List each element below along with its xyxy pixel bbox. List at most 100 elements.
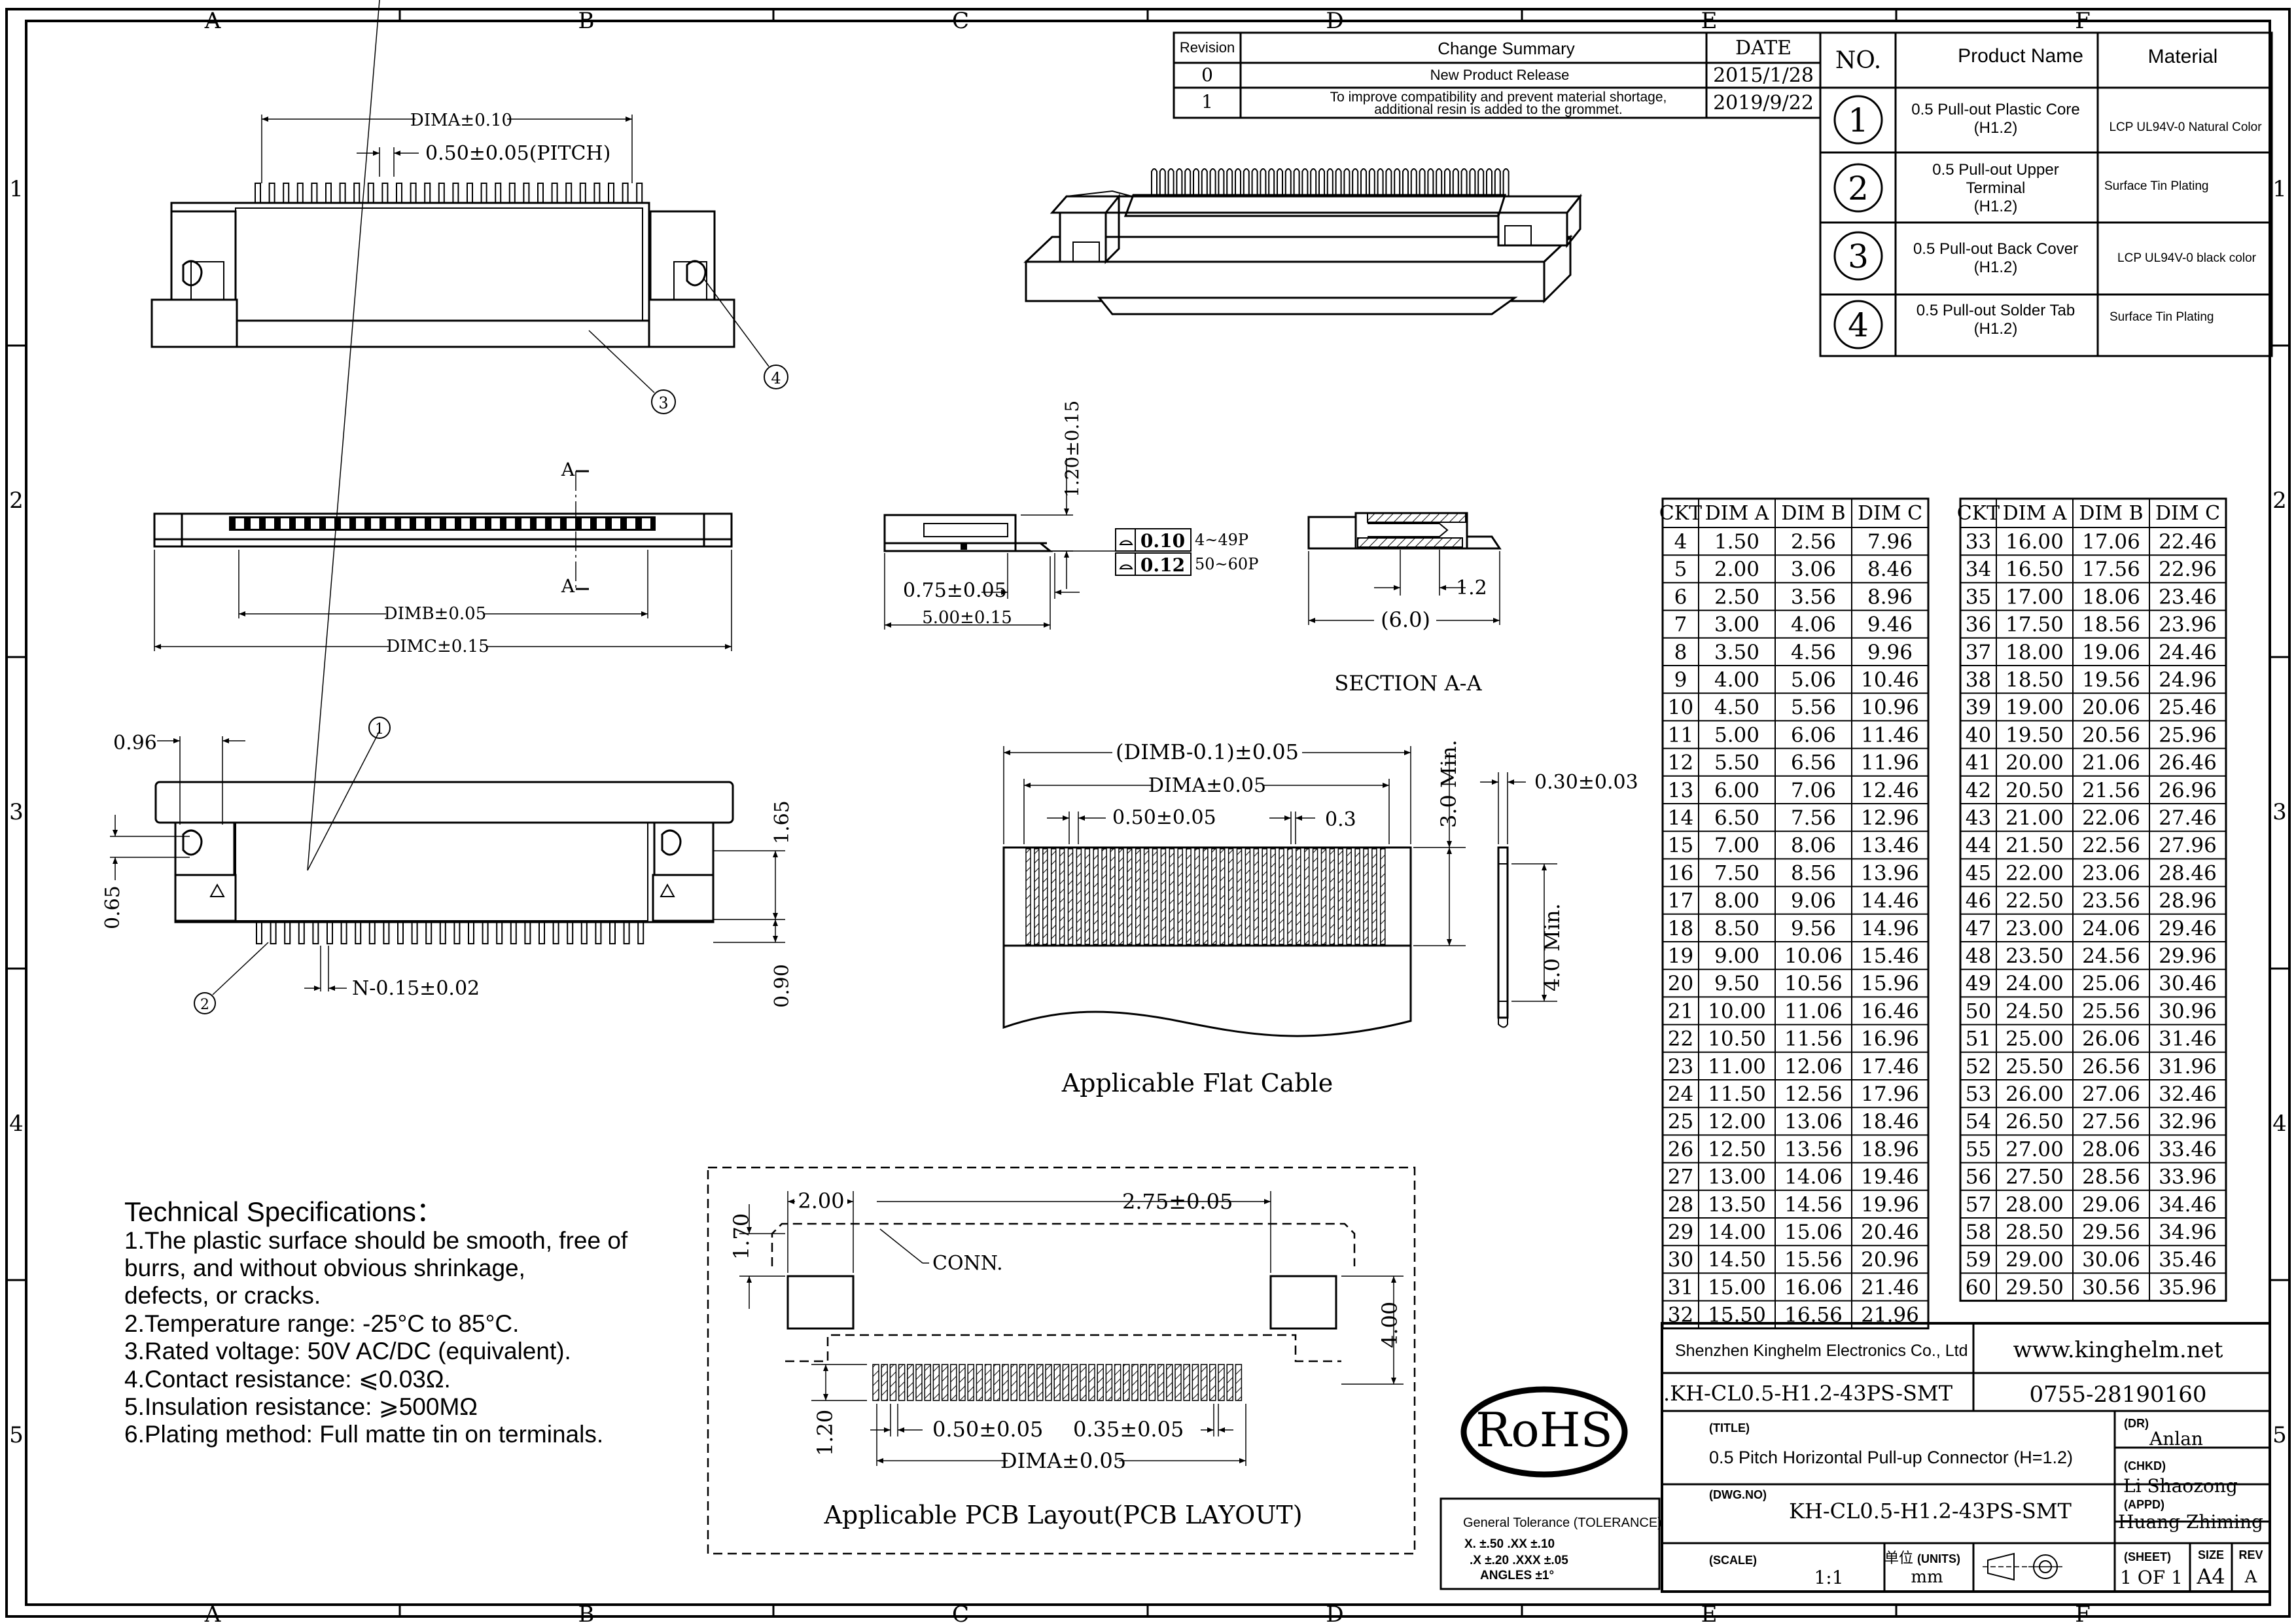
dim-table-cell: 15.96	[1861, 972, 1919, 995]
dim-table-cell: 41	[1966, 751, 1991, 775]
top-view-pins	[236, 518, 650, 529]
dim-table-cell: 22.06	[2082, 806, 2140, 830]
bom-row-1-name-line1: 0.5 Pull-out Plastic Core	[1911, 101, 2079, 118]
bottom-dim-165: 1.65	[771, 800, 794, 844]
pcb-dim-035: 0.35±0.05	[1073, 1417, 1184, 1442]
top-pin	[251, 518, 259, 529]
dim-table-cell: 12.46	[1861, 779, 1919, 802]
pcb-pad	[1157, 1364, 1165, 1401]
rohs-logo-text: RoHS	[1475, 1402, 1613, 1457]
dim-table-cell: 30.06	[2082, 1248, 2140, 1272]
top-pin	[266, 518, 274, 529]
dim-table-cell: 33.46	[2159, 1137, 2217, 1161]
dim-table-cell: 29.46	[2159, 917, 2217, 940]
top-pin	[461, 518, 470, 529]
revision-1-summary-line2: additional resin is added to the grommet…	[1374, 102, 1622, 117]
pcb-pad	[1062, 1364, 1070, 1401]
bom-row-4-name-line1: 0.5 Pull-out Solder Tab	[1916, 302, 2075, 319]
dim-table-cell: 26.50	[2005, 1110, 2064, 1133]
pcb-pad	[993, 1364, 1000, 1401]
dim-table-cell: 17	[1668, 889, 1693, 913]
dim-table-cell: 28.96	[2159, 889, 2217, 913]
dim-table-cell: 30.46	[2159, 972, 2217, 995]
cable-conductor	[1296, 848, 1301, 945]
section-mark-a-top: A	[561, 459, 575, 480]
callout-4-circle	[764, 365, 788, 389]
dim-table-cell: 13.96	[1861, 861, 1919, 885]
dim-table-cell: 52	[1966, 1055, 1991, 1079]
dim-table-cell: 4.50	[1714, 696, 1759, 719]
top-dim-b: DIMB±0.05	[384, 604, 487, 624]
iso-pin	[1284, 168, 1292, 196]
bom-row-2-name-line3: (H1.2)	[1974, 198, 2018, 215]
dim-table-cell: 14.96	[1861, 917, 1919, 940]
dim-table-cell: 28.06	[2082, 1137, 2140, 1161]
dim-table-cell: 13.50	[1708, 1193, 1766, 1217]
cable-conductor	[1160, 848, 1167, 945]
side-view: 1.20±0.15 0.10 4~49P 0.12 50~60P 0.75±0.…	[883, 401, 1258, 630]
dim-table-cell: 14	[1668, 806, 1693, 830]
dim-table-cell: 42	[1966, 779, 1991, 802]
dim-table-cell: 9.00	[1714, 944, 1759, 968]
col-label-f-top: F	[2075, 8, 2091, 34]
dim-table-cell: 10.46	[1861, 668, 1919, 692]
top-pin	[567, 518, 575, 529]
dim-table-cell: 11.06	[1784, 999, 1843, 1023]
dim-table-cell: 24.00	[2005, 972, 2064, 995]
iso-pin	[1402, 168, 1409, 196]
callout-3-glyph: 3	[658, 394, 668, 412]
cable-conductor	[1025, 848, 1031, 945]
dim-table-cell: 13.06	[1784, 1110, 1843, 1133]
dim-table-cell: 25.56	[2082, 999, 2140, 1023]
dim-table-cell: 19.50	[2005, 723, 2064, 747]
dim-table-cell: 43	[1966, 806, 1991, 830]
iso-pin	[1452, 168, 1459, 196]
iso-pin	[1477, 168, 1485, 196]
dim-table-cell: 7.96	[1867, 530, 1913, 554]
bom-row-3-number-circle	[1833, 231, 1883, 281]
top-pin	[627, 518, 635, 529]
cable-conductor	[1143, 848, 1150, 945]
units-label: (UNITS)	[1917, 1552, 1960, 1565]
dim-table-cell: 48	[1966, 944, 1991, 968]
cable-conductor	[1084, 848, 1091, 945]
dim-table-cell: 50	[1966, 999, 1991, 1023]
dim-table-cell: 20.50	[2005, 779, 2064, 802]
cable-conductor	[1076, 848, 1082, 945]
section-mark-a-bottom: A	[561, 575, 575, 597]
dwg-no-label: (DWG.NO)	[1709, 1488, 1767, 1501]
cable-conductor	[1186, 848, 1192, 945]
pcb-pad	[959, 1364, 966, 1401]
pcb-pad	[872, 1364, 879, 1401]
pcb-pad	[1192, 1364, 1199, 1401]
pcb-pad	[1174, 1364, 1182, 1401]
dim-table-cell: 5.56	[1791, 696, 1836, 719]
cable-conductor	[1320, 848, 1327, 945]
dim-table-cell: 16	[1668, 861, 1693, 885]
iso-pin	[1209, 168, 1216, 196]
cable-dim-5: 3.0 Min.	[1436, 740, 1461, 828]
bom-row-1-number-glyph: 1	[1848, 101, 1869, 139]
dim-table-cell: 24.56	[2082, 944, 2140, 968]
iso-pin	[1268, 168, 1275, 196]
dim-table-cell: 8.96	[1867, 585, 1913, 609]
cable-conductor	[1303, 848, 1310, 945]
title-block: Shenzhen Kinghelm Electronics Co., Ltd w…	[1661, 1322, 2271, 1593]
revision-1-date: 2019/9/22	[1713, 92, 1814, 115]
dim-table-cell: 6.06	[1791, 723, 1836, 747]
dim-table-cell: 29.96	[2159, 944, 2217, 968]
callout-4-glyph: 4	[771, 369, 781, 387]
iso-pin	[1184, 168, 1192, 196]
cable-dim-1: (DIMB-0.1)±0.05	[1116, 740, 1299, 764]
pcb-pad	[1027, 1364, 1035, 1401]
cable-conductor	[1034, 848, 1040, 945]
dim-table-cell: 26.00	[2005, 1082, 2064, 1106]
size-label: SIZE	[2198, 1548, 2224, 1561]
dim-table-cell: 11.50	[1708, 1082, 1766, 1106]
dim-table-cell: 22	[1668, 1027, 1693, 1051]
iso-pin	[1469, 168, 1476, 196]
dim-table-cell: 22.50	[2005, 889, 2064, 913]
part-number-top: .KH-CL0.5-H1.2-43PS-SMT	[1663, 1381, 1953, 1406]
dim-table-cell: 19.00	[2005, 696, 2064, 719]
